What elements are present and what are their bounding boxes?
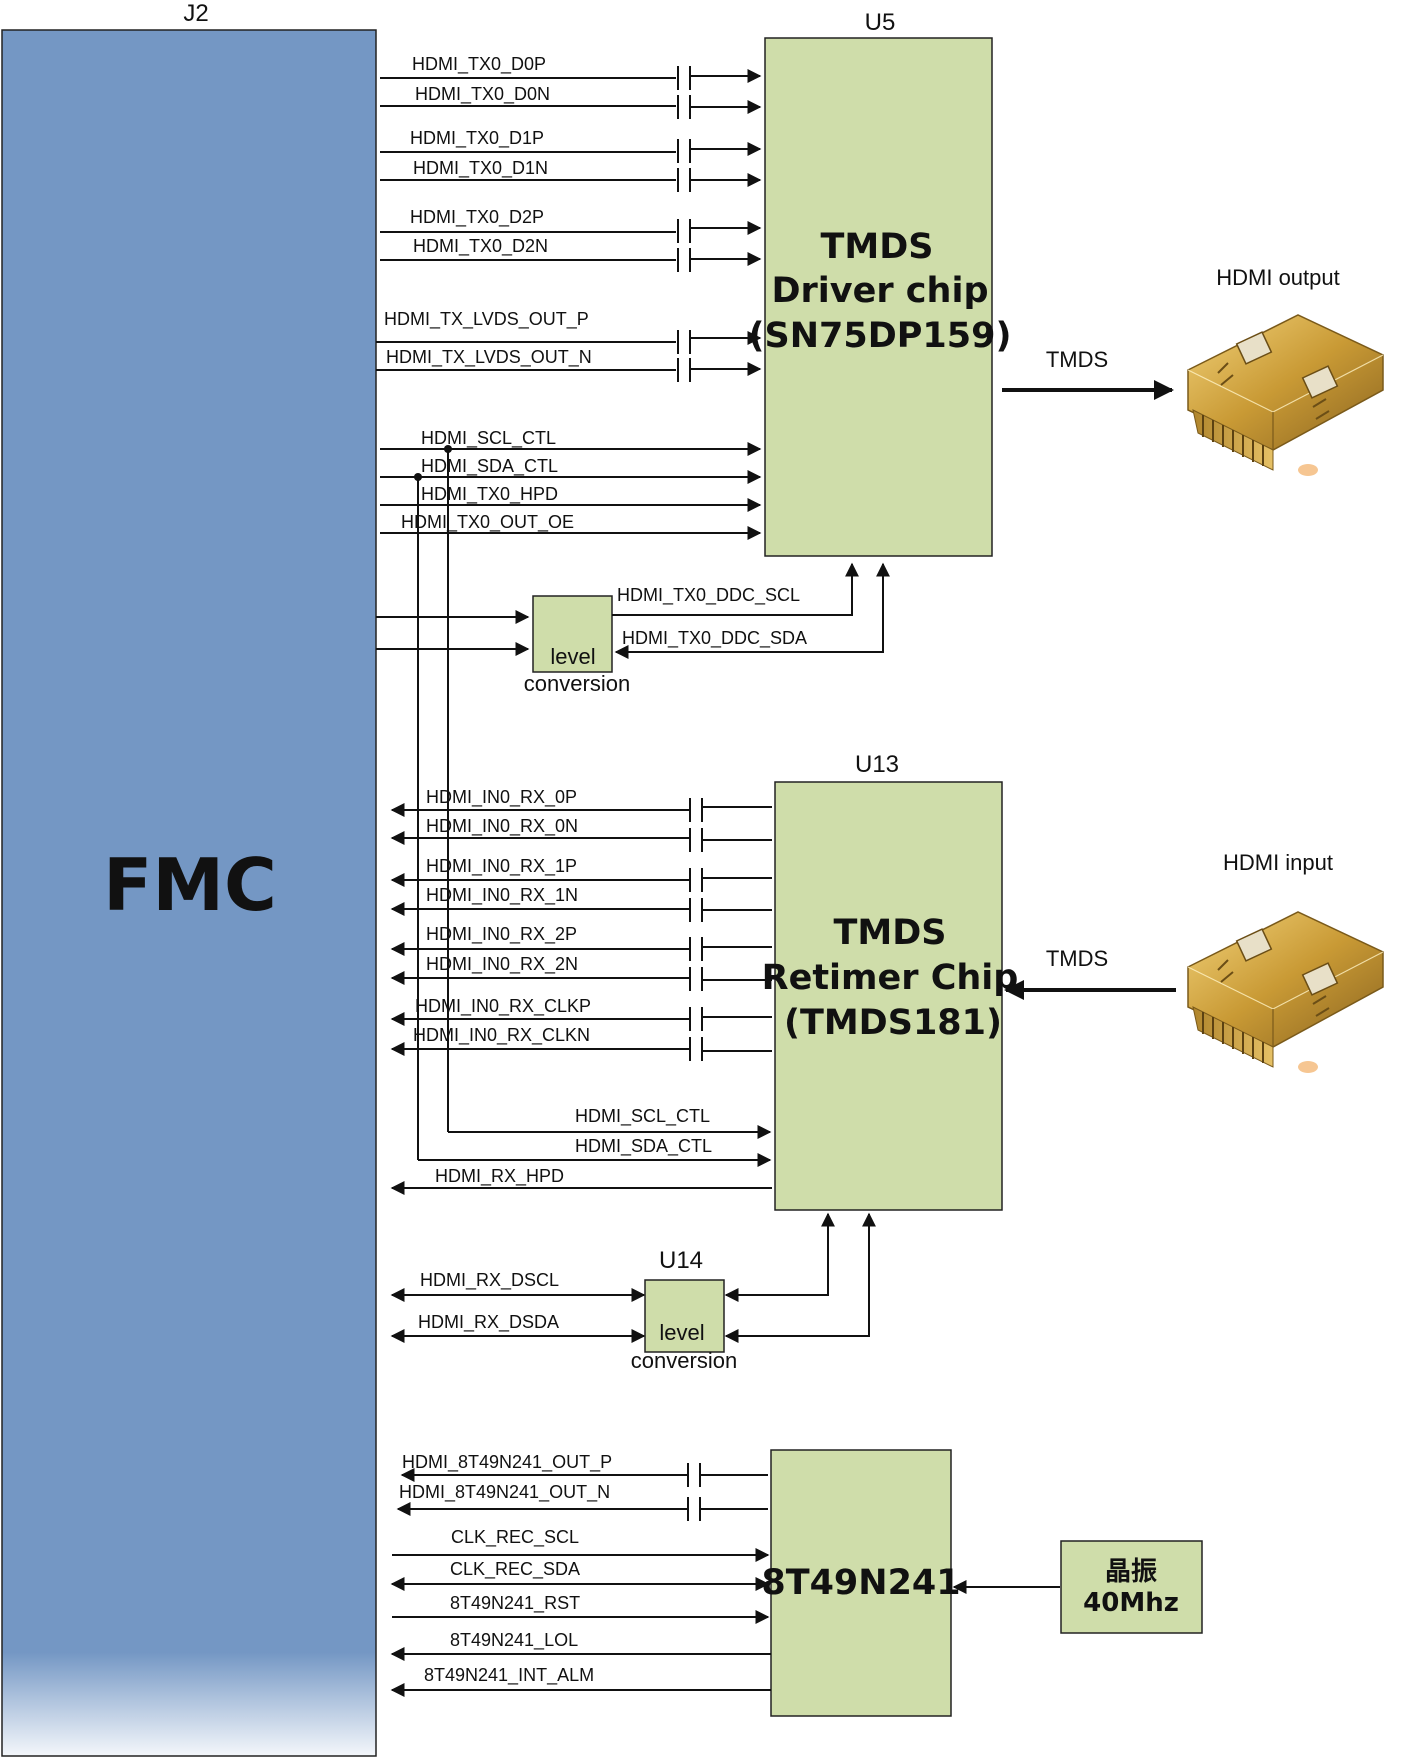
- clock-lines: [390, 1463, 1060, 1697]
- sig-clk-int-alm: 8T49N241_INT_ALM: [424, 1665, 594, 1686]
- tmds-output-label: TMDS: [1046, 347, 1108, 372]
- clock-chip-label: 8T49N241: [761, 1563, 960, 1603]
- sig-tx0-ddc-sda: HDMI_TX0_DDC_SDA: [622, 628, 807, 649]
- sig-rx-scl-ctl: HDMI_SCL_CTL: [575, 1106, 710, 1127]
- sig-rx-0p: HDMI_IN0_RX_0P: [426, 787, 577, 808]
- level2-line2: conversion: [631, 1348, 737, 1373]
- hdmi-input-title: HDMI input: [1223, 850, 1333, 875]
- sig-clk-out-n: HDMI_8T49N241_OUT_N: [399, 1482, 610, 1503]
- level-conversion-1: [532, 595, 613, 673]
- sig-tx0-d1n: HDMI_TX0_D1N: [413, 158, 548, 179]
- u5-line3: (SN75DP159): [749, 316, 1012, 356]
- sig-sda-ctl: HDMI_SDA_CTL: [421, 456, 558, 477]
- sig-rx-sda-ctl: HDMI_SDA_CTL: [575, 1136, 712, 1157]
- sig-rx-1p: HDMI_IN0_RX_1P: [426, 856, 577, 877]
- u5-ref: U5: [865, 9, 896, 36]
- sig-rx-1n: HDMI_IN0_RX_1N: [426, 885, 578, 906]
- hdmi-input-connector-icon: [1187, 911, 1384, 1074]
- crystal-line1: 晶振: [1105, 1557, 1157, 1587]
- u5-tmds-driver-chip: [764, 37, 993, 557]
- sig-clk-lol: 8T49N241_LOL: [450, 1630, 578, 1651]
- u13-ref: U13: [855, 751, 899, 778]
- rx-coupling-capacitors: [689, 798, 703, 1061]
- u13-line2: Retimer Chip: [762, 958, 1019, 998]
- crystal-oscillator: [1060, 1540, 1203, 1634]
- rx-data-lines: [390, 803, 772, 1056]
- u5-line2: Driver chip: [771, 271, 988, 311]
- rx-control-lines: [390, 1125, 772, 1195]
- clock-recovery-chip: [770, 1449, 952, 1717]
- u13-line3: (TMDS181): [784, 1003, 1002, 1043]
- level1-line1: level: [550, 644, 595, 669]
- sig-tx0-hpd: HDMI_TX0_HPD: [421, 484, 558, 505]
- sig-clk-rec-scl: CLK_REC_SCL: [451, 1527, 579, 1548]
- sig-rx-0n: HDMI_IN0_RX_0N: [426, 816, 578, 837]
- sig-tx-lvds-out-p: HDMI_TX_LVDS_OUT_P: [384, 309, 589, 330]
- sig-rx-clkn: HDMI_IN0_RX_CLKN: [413, 1025, 590, 1046]
- sig-rx-clkp: HDMI_IN0_RX_CLKP: [415, 996, 591, 1017]
- level1-line2: conversion: [524, 671, 630, 696]
- hdmi-output-title: HDMI output: [1216, 265, 1340, 290]
- sig-tx-lvds-out-n: HDMI_TX_LVDS_OUT_N: [386, 347, 592, 368]
- u5-line1: TMDS: [821, 227, 934, 267]
- sig-rx-hpd: HDMI_RX_HPD: [435, 1166, 564, 1187]
- connector-ref: J2: [183, 0, 208, 27]
- level2-line1: level: [659, 1320, 704, 1345]
- u14-level-conversion: [644, 1279, 725, 1353]
- sig-rx-2n: HDMI_IN0_RX_2N: [426, 954, 578, 975]
- crystal-line2: 40Mhz: [1083, 1588, 1179, 1618]
- sig-rx-dsda: HDMI_RX_DSDA: [418, 1312, 559, 1333]
- tx-data-lines: [376, 69, 762, 376]
- sig-rx-dscl: HDMI_RX_DSCL: [420, 1270, 559, 1291]
- fmc-label: FMC: [103, 843, 277, 927]
- sig-rx-2p: HDMI_IN0_RX_2P: [426, 924, 577, 945]
- sig-tx0-d0n: HDMI_TX0_D0N: [415, 84, 550, 105]
- ddc-lines: [376, 562, 890, 659]
- sig-clk-rec-sda: CLK_REC_SDA: [450, 1559, 580, 1580]
- sig-tx0-d2p: HDMI_TX0_D2P: [410, 207, 544, 228]
- rx-ddc-lines: [390, 1212, 876, 1343]
- u14-ref: U14: [659, 1247, 703, 1274]
- fmc-connector: [1, 29, 377, 1757]
- sig-tx0-out-oe: HDMI_TX0_OUT_OE: [401, 512, 574, 533]
- sig-scl-ctl: HDMI_SCL_CTL: [421, 428, 556, 449]
- sig-tx0-d0p: HDMI_TX0_D0P: [412, 54, 546, 75]
- sig-tx0-ddc-scl: HDMI_TX0_DDC_SCL: [617, 585, 800, 606]
- tmds-input-label: TMDS: [1046, 946, 1108, 971]
- u13-line1: TMDS: [834, 913, 947, 953]
- u13-tmds-retimer-chip: [774, 781, 1003, 1211]
- hdmi-output-connector-icon: [1187, 314, 1384, 477]
- sig-tx0-d2n: HDMI_TX0_D2N: [413, 236, 548, 257]
- sig-clk-rst: 8T49N241_RST: [450, 1593, 580, 1614]
- sig-tx0-d1p: HDMI_TX0_D1P: [410, 128, 544, 149]
- sig-clk-out-p: HDMI_8T49N241_OUT_P: [402, 1452, 612, 1473]
- tx-coupling-capacitors: [677, 66, 691, 382]
